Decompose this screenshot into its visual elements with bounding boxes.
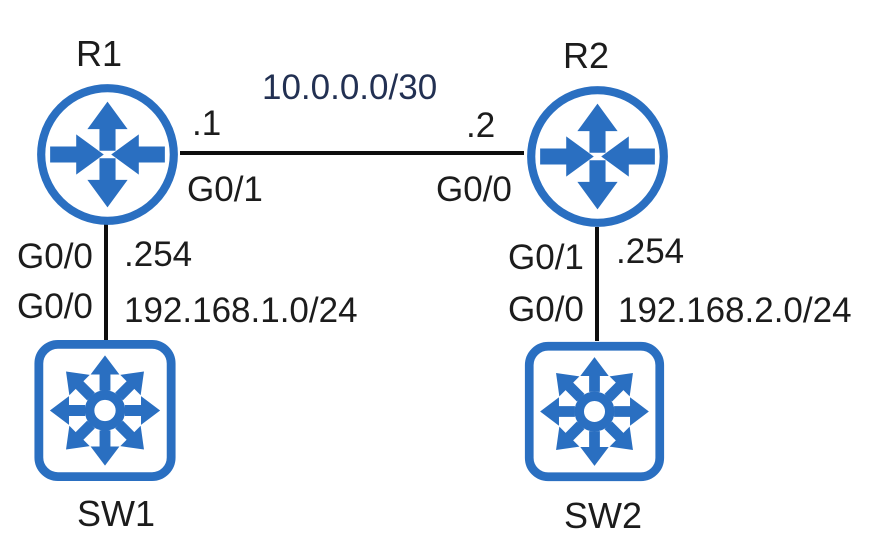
node-sw2-label: SW2 bbox=[564, 495, 643, 536]
wan-r2-host-label: .2 bbox=[466, 106, 496, 145]
lan1-network-label: 192.168.1.0/24 bbox=[124, 291, 358, 330]
node-r1 bbox=[33, 80, 182, 229]
node-sw1 bbox=[31, 337, 179, 484]
multilayer-switch-icon bbox=[521, 339, 668, 484]
link-line-r1-sw1 bbox=[104, 221, 108, 340]
router-icon bbox=[33, 80, 182, 229]
node-sw1-label: SW1 bbox=[77, 493, 156, 534]
link-line-r2-sw2 bbox=[595, 227, 599, 341]
node-sw2 bbox=[521, 339, 668, 484]
node-r2-label: R2 bbox=[563, 35, 610, 76]
lan2-network-label: 192.168.2.0/24 bbox=[618, 291, 852, 330]
lan1-r1-interface-label: G0/0 bbox=[17, 237, 93, 276]
multilayer-switch-icon bbox=[31, 337, 179, 484]
wan-r1-interface-label: G0/1 bbox=[187, 170, 263, 209]
lan1-r1-host-label: .254 bbox=[124, 235, 193, 274]
lan1-sw1-interface-label: G0/0 bbox=[17, 287, 93, 326]
node-r1-label: R1 bbox=[76, 33, 123, 74]
wan-r1-host-label: .1 bbox=[192, 104, 222, 143]
link-line-r1-r2 bbox=[180, 151, 524, 155]
node-r2 bbox=[523, 82, 672, 231]
wan-r2-interface-label: G0/0 bbox=[436, 170, 512, 209]
lan2-sw2-interface-label: G0/0 bbox=[508, 290, 584, 329]
lan2-r2-host-label: .254 bbox=[616, 232, 685, 271]
router-icon bbox=[523, 82, 672, 231]
wan-network-label: 10.0.0.0/30 bbox=[262, 68, 438, 107]
lan2-r2-interface-label: G0/1 bbox=[508, 238, 584, 277]
